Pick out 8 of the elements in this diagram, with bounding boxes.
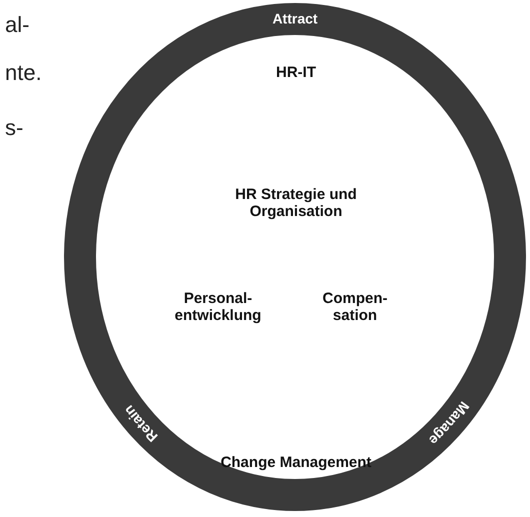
area-label: Personal- entwicklung (174, 290, 262, 324)
area-label: HR-IT (275, 64, 317, 81)
area-label: Compen- sation (322, 290, 388, 324)
text-fragment: nte. (5, 60, 43, 86)
ring-label: Attract (272, 10, 318, 27)
area-label: HR Strategie und Organisation (234, 186, 358, 220)
text-fragment: al- (5, 12, 30, 38)
text-fragment: s- (5, 115, 24, 141)
